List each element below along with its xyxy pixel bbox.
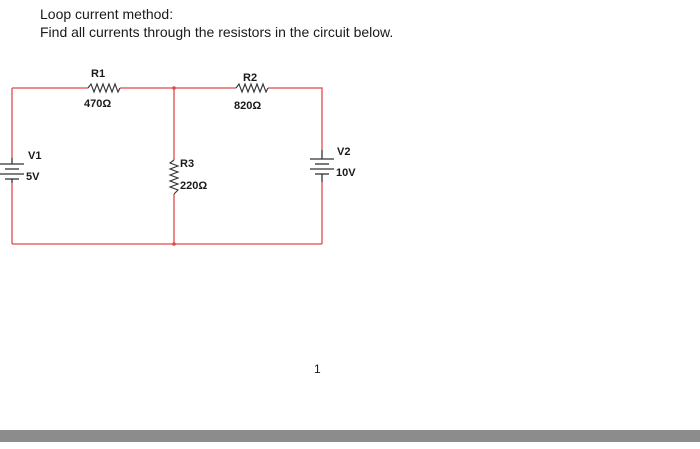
- r1-label: R1: [91, 68, 106, 80]
- wire-top-right: [174, 87, 323, 150]
- v1-label: V1: [28, 150, 42, 162]
- r1-resistor-symbol: [87, 82, 121, 94]
- v2-battery-symbol: [310, 150, 334, 182]
- problem-instruction: Find all currents through the resistors …: [40, 24, 394, 40]
- r3-value: 220Ω: [180, 180, 208, 192]
- v1-battery-symbol: [0, 158, 24, 183]
- bottom-bar: [0, 430, 700, 442]
- r2-label: R2: [243, 72, 258, 84]
- junction-top: [172, 86, 176, 90]
- r3-resistor-symbol: [168, 159, 180, 195]
- junction-bottom: [172, 242, 176, 246]
- r2-value: 820Ω: [234, 100, 262, 112]
- r3-label: R3: [180, 158, 195, 170]
- v2-value: 10V: [336, 167, 356, 179]
- r1-value: 470Ω: [84, 98, 112, 110]
- problem-title: Loop current method:: [40, 6, 174, 22]
- r2-resistor-symbol: [235, 82, 269, 94]
- page-number: 1: [314, 362, 321, 376]
- v2-label: V2: [337, 146, 351, 158]
- v1-value: 5V: [26, 171, 40, 183]
